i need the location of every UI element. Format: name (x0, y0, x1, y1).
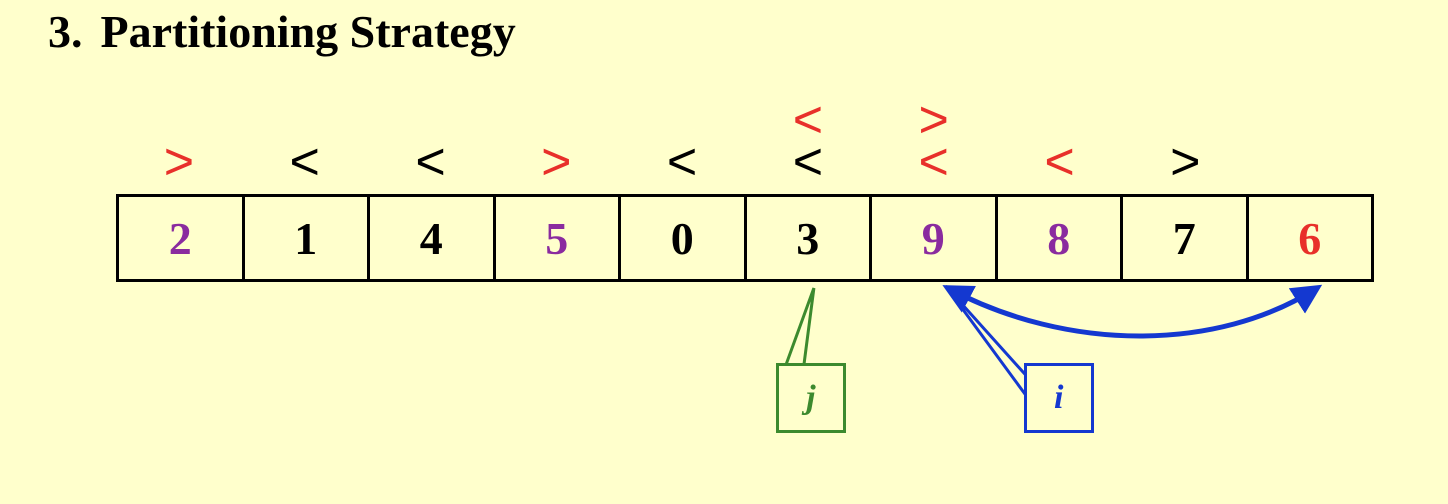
title-text: Partitioning Strategy (100, 6, 516, 57)
pointer-j-label: j (806, 379, 816, 416)
array-cell: 4 (370, 197, 496, 279)
array-cell: 7 (1123, 197, 1249, 279)
pointer-j-box: j (775, 363, 846, 433)
comparison-symbol: > (541, 133, 572, 191)
comparison-symbol: < (918, 133, 949, 191)
pointer-j-callout (784, 287, 816, 366)
pointer-i-callout (944, 284, 1027, 396)
comparison-symbol: > (1170, 133, 1201, 191)
array-cell: 6 (1298, 212, 1322, 264)
array-cell: 0 (621, 197, 747, 279)
array-cell: 9 (872, 197, 998, 279)
array-cell: 3 (747, 197, 872, 279)
comparison-symbol: < (666, 133, 698, 191)
comparison-symbol: < (415, 133, 446, 191)
array-cell: 2 (119, 197, 245, 279)
comparison-symbol: > (163, 133, 195, 191)
pointer-i-box: i (1023, 363, 1094, 433)
comparison-symbol: < (792, 91, 824, 149)
comparison-symbol: > (918, 91, 949, 149)
array-cell: 8 (998, 197, 1123, 279)
pointer-i-label: i (1053, 379, 1064, 416)
slide-title: 3. Partitioning Strategy (48, 2, 516, 62)
comparison-symbol: < (792, 133, 824, 191)
swap-arrow (942, 284, 1323, 339)
comparison-symbol: < (1044, 133, 1075, 191)
array-cell: 1 (245, 197, 370, 279)
comparison-symbol: < (289, 133, 320, 191)
array-cell: 5 (496, 197, 621, 279)
title-number: 3. (48, 6, 83, 57)
